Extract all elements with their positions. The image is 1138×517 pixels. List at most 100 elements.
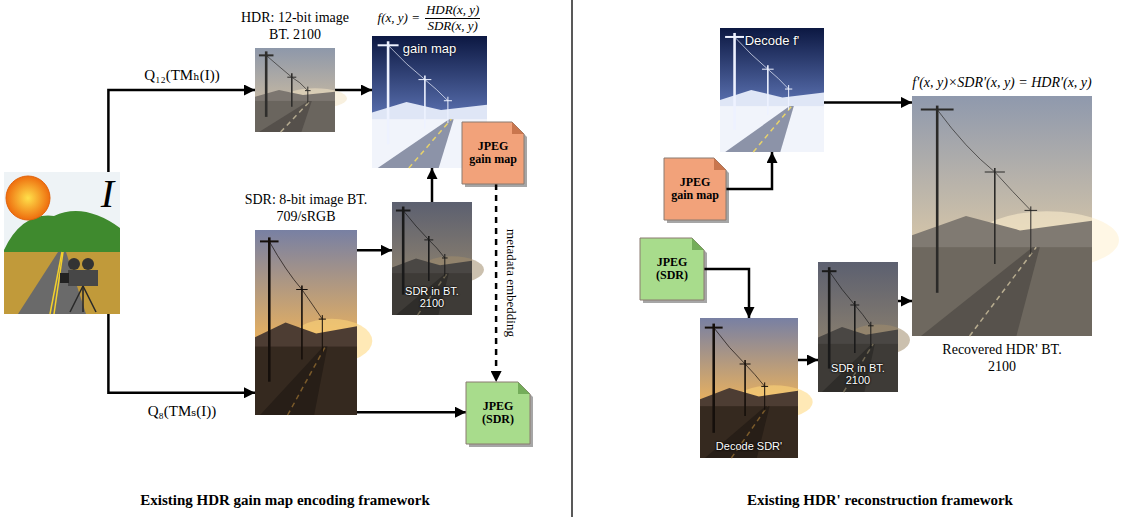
text-slot: JPEG (SDR) — [640, 238, 704, 300]
pole-crossbar — [822, 270, 837, 272]
arrow-connector — [108, 90, 255, 172]
utility-pole — [265, 51, 268, 117]
text-slot: Decode SDR' — [702, 440, 796, 453]
arrow-connector — [824, 101, 912, 104]
utility-pole — [307, 87, 308, 104]
road-line — [753, 106, 791, 152]
arrow-connector — [357, 249, 392, 252]
text-slot: JPEG gain map — [664, 158, 726, 220]
panel-divider — [571, 0, 573, 517]
power-wire — [829, 271, 871, 326]
utility-pole — [854, 301, 856, 353]
file-label: JPEG gain map — [462, 140, 524, 166]
decoded-gain-map-image: Decode f' — [720, 28, 824, 152]
power-wire — [403, 211, 445, 258]
camera-lens — [60, 273, 69, 283]
jpeg-file-icon: JPEG (SDR) — [466, 382, 530, 444]
road-line — [288, 347, 326, 415]
edge-label: metadata embedding — [503, 227, 519, 339]
utility-pole — [301, 286, 303, 360]
formula-text: f(x, y) = — [378, 11, 420, 25]
utility-pole — [428, 236, 430, 281]
node-art — [255, 230, 357, 415]
pole-crossbar — [705, 327, 723, 329]
arrow-connector — [726, 152, 772, 189]
utility-pole — [744, 360, 746, 416]
scene-symbol: I — [101, 174, 114, 214]
scene-ground — [4, 252, 120, 314]
file-shape — [462, 122, 524, 184]
text-slot: HDR: 12-bit image BT. 2100 — [233, 10, 357, 44]
arrow-connector — [357, 411, 466, 414]
road-line — [409, 119, 452, 168]
utility-pole — [291, 73, 293, 107]
jpeg-file-icon: JPEG gain map — [462, 122, 524, 184]
image-heading: HDR: 12-bit image BT. 2100 — [233, 10, 357, 44]
arrow-connector — [495, 184, 498, 382]
power-wire — [714, 328, 765, 387]
file-fold — [518, 382, 530, 394]
road-line — [970, 247, 1037, 336]
utility-pole — [424, 76, 426, 129]
fraction: HDR(x, y)SDR(x, y) — [424, 3, 481, 33]
arrow-connector — [704, 269, 749, 318]
arrow-connector — [431, 168, 434, 202]
arrow-connector — [798, 359, 818, 362]
utility-pole — [268, 237, 271, 381]
file-label: JPEG (SDR) — [466, 400, 530, 426]
node-art — [255, 48, 335, 132]
utility-pole — [994, 168, 996, 264]
node-art — [700, 318, 798, 458]
formula-numerator: HDR(x, y) — [424, 3, 481, 17]
text-slot: JPEG gain map — [462, 122, 524, 184]
file-label: JPEG (SDR) — [640, 256, 704, 282]
file-shape — [640, 238, 704, 300]
sdr-image: SDR: 8-bit image BT. 709/sRGB — [255, 230, 357, 415]
edge-label: Q₁₂(TMₕ(I)) — [142, 66, 221, 84]
power-wire — [269, 241, 322, 319]
tripod-leg — [83, 286, 96, 312]
file-fold — [692, 238, 704, 250]
file-fold — [714, 158, 726, 170]
road-line — [281, 101, 311, 132]
text-slot: I — [101, 174, 114, 214]
arrow-connector — [335, 89, 372, 92]
utility-pole — [402, 207, 405, 295]
pole-crossbar — [725, 36, 744, 38]
utility-pole — [767, 65, 769, 115]
sdr-bt2100-image: SDR in BT. 2100 — [818, 262, 898, 392]
utility-pole — [733, 33, 736, 130]
recovered-hdr-image: f'(x, y)×SDR'(x, y) = HDR'(x, y)Recovere… — [912, 96, 1092, 336]
camera-body — [68, 270, 98, 286]
arrow-connector — [898, 300, 912, 303]
scene-sky — [4, 172, 120, 314]
file-fold — [512, 122, 524, 134]
image-label: Decode SDR' — [702, 440, 796, 453]
image-label: SDR in BT. 2100 — [394, 285, 470, 310]
file-shape — [466, 382, 530, 444]
node-art — [912, 96, 1092, 336]
text-slot: SDR in BT. 2100 — [820, 362, 896, 387]
camera-reel — [82, 258, 94, 270]
utility-pole — [387, 41, 390, 144]
arrow-connector — [108, 314, 255, 393]
tripod-leg — [70, 286, 83, 312]
hdr-image: HDR: 12-bit image BT. 2100 — [255, 48, 335, 132]
utility-pole — [712, 324, 715, 433]
image-heading: SDR: 8-bit image BT. 709/sRGB — [244, 192, 368, 226]
scene-illustration: I — [4, 172, 120, 314]
utility-pole — [828, 267, 831, 368]
panel-caption: Existing HDR gain map encoding framework — [140, 492, 430, 509]
decoded-sdr-image: Decode SDR' — [700, 318, 798, 458]
text-slot: gain map — [372, 41, 487, 56]
text-slot: Decode f' — [720, 33, 824, 48]
camera-reel — [68, 258, 80, 270]
text-slot: f'(x, y)×SDR'(x, y) = HDR'(x, y) — [882, 75, 1122, 92]
tripod-leg — [82, 286, 84, 312]
photo-ground — [912, 247, 1092, 336]
image-label: SDR in BT. 2100 — [820, 362, 896, 387]
power-wire — [266, 55, 308, 90]
file-shape — [664, 158, 726, 220]
photo-road — [921, 247, 1040, 336]
